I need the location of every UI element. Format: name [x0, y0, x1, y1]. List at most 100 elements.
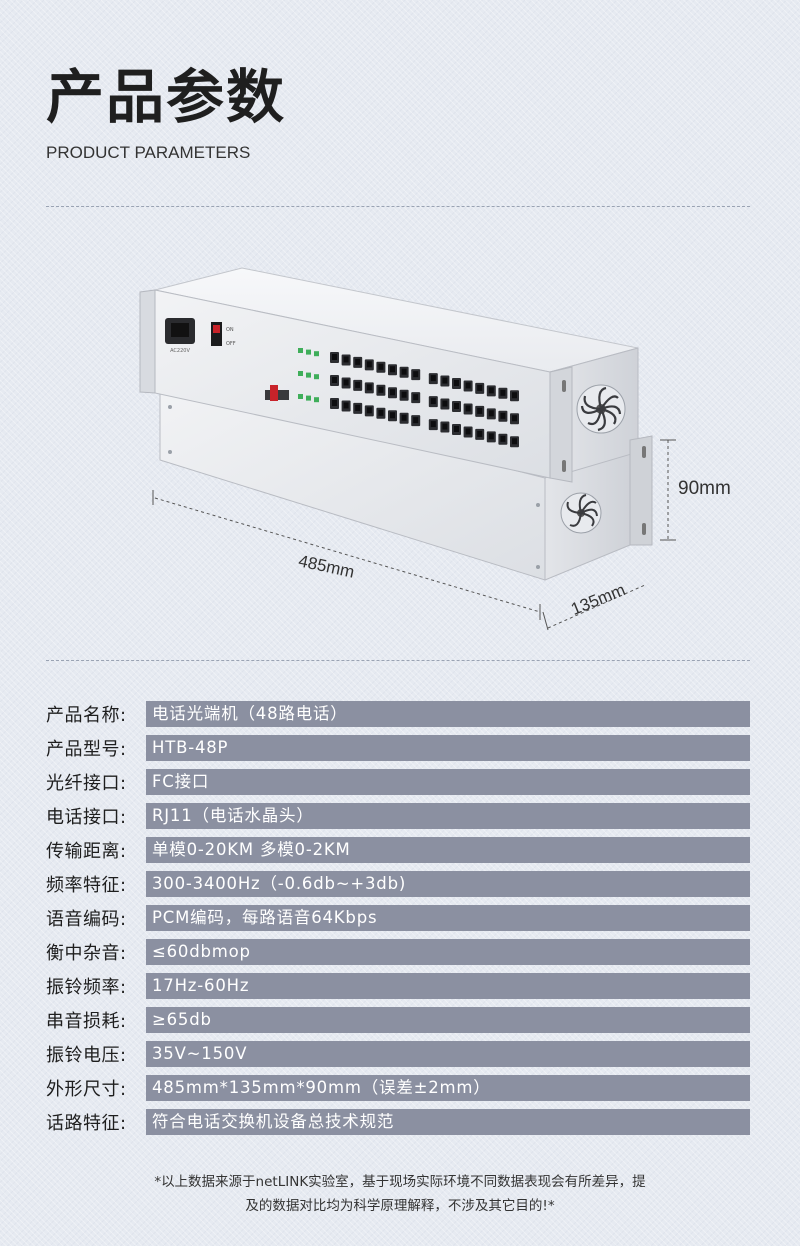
width-dimension-line	[154, 497, 541, 613]
power-switch: ON OFF	[211, 322, 236, 347]
spec-row-model: 产品型号: HTB-48P	[46, 735, 750, 761]
spec-row-ring-frequency: 振铃频率: 17Hz-60Hz	[46, 973, 750, 999]
spec-value: 485mm*135mm*90mm（误差±2mm）	[146, 1075, 750, 1101]
spec-row-crosstalk: 串音损耗: ≥65db	[46, 1007, 750, 1033]
rj11-port-socket	[477, 430, 483, 437]
rj11-port-socket	[500, 435, 506, 442]
device-upper-chassis	[139, 267, 653, 546]
status-led	[298, 348, 303, 353]
rj11-port-socket	[500, 389, 506, 396]
spec-row-frequency: 频率特征: 300-3400Hz（-0.6db~+3db)	[46, 871, 750, 897]
spec-value: 300-3400Hz（-0.6db~+3db)	[146, 871, 750, 897]
spec-label: 语音编码:	[46, 909, 127, 930]
status-led	[314, 351, 319, 357]
switch-on-label: ON	[226, 327, 234, 333]
switch-off-label: OFF	[226, 341, 236, 347]
spec-label: 衡中杂音:	[46, 943, 127, 964]
page-title: 产品参数	[46, 63, 287, 131]
middle-divider	[46, 660, 750, 661]
spec-label: 产品型号:	[46, 739, 127, 760]
rj11-port-socket	[343, 356, 349, 363]
rj11-port-socket	[454, 380, 459, 386]
height-dimension-label: 90mm	[678, 478, 731, 499]
rj11-port-socket	[413, 417, 419, 424]
rj11-port-socket	[512, 415, 517, 422]
rj11-port-socket	[343, 379, 349, 386]
top-divider	[46, 206, 750, 207]
spec-table: 产品名称: 电话光端机（48路电话） 产品型号: HTB-48P 光纤接口: FC接口…	[46, 701, 750, 1143]
spec-label: 振铃频率:	[46, 977, 127, 998]
spec-value: RJ11（电话水晶头）	[146, 803, 750, 829]
status-led	[306, 349, 311, 355]
status-led	[314, 397, 319, 403]
spec-value: HTB-48P	[146, 735, 750, 761]
footnote-line-1: *以上数据来源于netLINK实验室，基于现场实际环境不同数据表现会有所差异，提	[154, 1174, 646, 1190]
spec-label: 产品名称:	[46, 705, 127, 726]
spec-value: 17Hz-60Hz	[146, 973, 750, 999]
rj11-port-socket	[465, 382, 471, 389]
rj11-port-socket	[512, 438, 517, 445]
fc-fiber-port	[265, 385, 289, 401]
rj11-port-socket	[477, 384, 483, 391]
status-led	[298, 394, 303, 399]
rj11-port-socket	[477, 407, 483, 414]
rj11-port-socket	[442, 400, 448, 407]
rj11-port-socket	[378, 363, 384, 370]
rj11-port-socket	[378, 409, 384, 416]
spec-row-phone-interface: 电话接口: RJ11（电话水晶头）	[46, 803, 750, 829]
spec-row-line-characteristics: 话路特征:符合电话交换机设备总技术规范	[46, 1109, 750, 1135]
rj11-port-socket	[500, 412, 506, 419]
rj11-port-socket	[366, 361, 372, 368]
rj11-port-socket	[401, 414, 407, 421]
spec-row-noise: 衡中杂音: ≤60dbmop	[46, 939, 750, 965]
rj11-port-socket	[390, 412, 395, 419]
spec-label: 光纤接口:	[46, 773, 127, 794]
rj11-port-socket	[355, 358, 361, 365]
rj11-port-socket	[413, 371, 419, 378]
rj11-port-socket	[343, 402, 349, 409]
rj11-port-socket	[488, 410, 494, 417]
rj11-port-socket	[355, 404, 361, 411]
spec-value: 35V~150V	[146, 1041, 750, 1067]
spec-label: 频率特征:	[46, 875, 127, 896]
rj11-port-grid	[298, 348, 519, 448]
rj11-port-socket	[401, 391, 407, 398]
footnote-line-2: 及的数据对比均为科学原理解释，不涉及其它目的!*	[245, 1198, 555, 1214]
rj11-port-socket	[332, 400, 337, 406]
spec-value: ≥65db	[146, 1007, 750, 1033]
spec-row-dimensions: 外形尺寸: 485mm*135mm*90mm（误差±2mm）	[46, 1075, 750, 1101]
spec-value: ≤60dbmop	[146, 939, 750, 965]
rj11-port-socket	[488, 387, 494, 394]
page-subtitle: PRODUCT PARAMETERS	[46, 143, 251, 162]
rj11-port-socket	[454, 403, 459, 409]
rj11-port-socket	[413, 394, 419, 401]
rj11-port-socket	[488, 433, 494, 440]
spec-row-product-name: 产品名称: 电话光端机（48路电话）	[46, 701, 750, 727]
spec-value: 电话光端机（48路电话）	[146, 701, 750, 727]
spec-row-ring-voltage: 振铃电压: 35V~150V	[46, 1041, 750, 1067]
spec-label: 振铃电压:	[46, 1045, 127, 1066]
rj11-port-socket	[465, 428, 471, 435]
rj11-port-socket	[430, 421, 436, 428]
status-led	[298, 371, 303, 376]
spec-label: 外形尺寸:	[46, 1079, 127, 1100]
rj11-port-socket	[401, 368, 407, 375]
rj11-port-socket	[442, 377, 448, 384]
spec-value: 符合电话交换机设备总技术规范	[146, 1109, 750, 1135]
spec-value: FC接口	[146, 769, 750, 795]
spec-value: 单模0-20KM 多模0-2KM	[146, 837, 750, 863]
spec-label: 串音损耗:	[46, 1011, 127, 1032]
fan-upper	[576, 384, 626, 434]
rj11-port-socket	[390, 366, 395, 373]
status-led	[306, 372, 311, 378]
spec-label: 电话接口:	[46, 807, 127, 828]
fan-lower	[560, 492, 602, 534]
rj11-port-socket	[366, 384, 372, 391]
spec-value: PCM编码，每路语音64Kbps	[146, 905, 750, 931]
rj11-port-socket	[465, 405, 471, 412]
spec-row-distance: 传输距离: 单模0-20KM 多模0-2KM	[46, 837, 750, 863]
power-label: AC220V	[170, 348, 190, 354]
rj11-port-socket	[332, 377, 337, 383]
spec-label: 传输距离:	[46, 841, 127, 862]
rj11-port-socket	[430, 375, 436, 382]
